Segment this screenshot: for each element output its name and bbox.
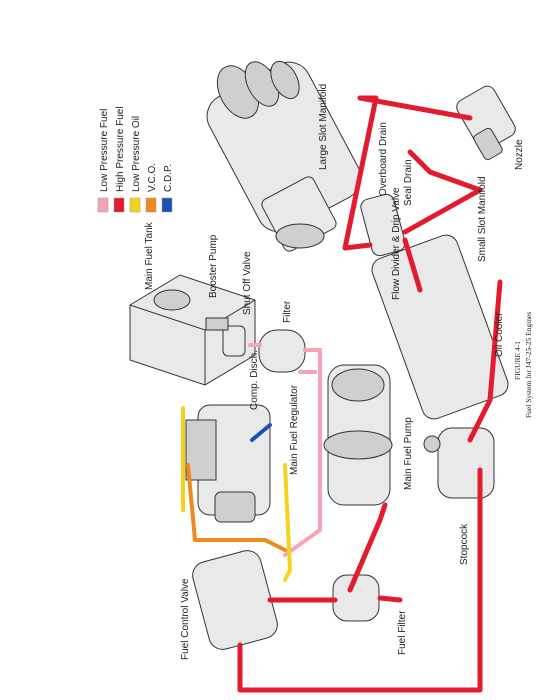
figure-caption: FIGURE 4-1 Fuel System for J47-25-25 Eng… <box>513 312 533 418</box>
legend-label-high-pressure-fuel: High Pressure Fuel <box>115 106 126 192</box>
main-fuel-tank-icon <box>129 274 256 386</box>
legend-swatch-vco <box>145 197 157 213</box>
high-pressure-fuel-lines <box>237 95 503 693</box>
caption-title: Fuel System for J47-25-25 Engines <box>524 312 533 418</box>
engine-icon <box>206 60 362 252</box>
cdp-line <box>250 423 272 442</box>
booster-pump-icon <box>153 289 191 311</box>
label-shut-off-valve: Shut Off Valve <box>242 251 253 315</box>
filter-icon <box>258 329 306 373</box>
label-stopcock: Stopcock <box>459 523 470 565</box>
label-overboard-drain: Overboard Drain <box>378 122 389 196</box>
label-oil-cooler: Oil Cooler <box>494 312 505 357</box>
caption-figure-number: FIGURE 4-1 <box>513 341 522 380</box>
shut-off-valve-icon <box>205 317 246 357</box>
label-filter: Filter <box>282 300 293 323</box>
label-seal-drain: Seal Drain <box>403 159 414 206</box>
label-main-fuel-regulator: Main Fuel Regulator <box>289 384 300 475</box>
nozzle-icon <box>456 85 516 161</box>
legend-label-low-pressure-oil: Low Pressure Oil <box>131 116 142 192</box>
legend-swatch-low-pressure-fuel <box>97 197 109 213</box>
legend-label-cdp: C.D.P. <box>163 164 174 192</box>
flow-divider-icon <box>360 193 406 257</box>
fuel-control-valve-icon <box>192 550 278 650</box>
vco-lines <box>186 463 287 552</box>
low-pressure-fuel-lines <box>248 343 322 557</box>
component-labels: Main Fuel Tank Booster Pump Shut Off Val… <box>144 84 525 660</box>
label-fuel-filter: Fuel Filter <box>397 610 408 655</box>
label-booster-pump: Booster Pump <box>208 234 219 298</box>
stopcock-icon <box>423 427 495 499</box>
label-flow-divider: Flow Divider & Drip Valve <box>391 187 402 300</box>
label-nozzle: Nozzle <box>514 139 525 170</box>
legend-swatch-high-pressure-fuel <box>113 197 125 213</box>
legend-label-vco: V.C.O. <box>147 163 158 192</box>
oil-cooler-icon <box>371 234 509 420</box>
label-fuel-control-valve: Fuel Control Valve <box>180 578 191 660</box>
main-fuel-pump-icon <box>323 364 393 506</box>
label-main-fuel-pump: Main Fuel Pump <box>403 417 414 490</box>
label-main-fuel-tank: Main Fuel Tank <box>144 221 155 290</box>
legend-swatch-cdp <box>161 197 173 213</box>
label-comp-disch: Comp. Disch. <box>249 350 260 410</box>
legend-label-low-pressure-fuel: Low Pressure Fuel <box>99 109 110 192</box>
main-fuel-regulator-icon <box>185 404 271 523</box>
legend: Low Pressure Fuel High Pressure Fuel Low… <box>97 106 174 213</box>
legend-swatch-low-pressure-oil <box>129 197 141 213</box>
label-small-slot-manifold: Small Slot Manifold <box>477 176 488 262</box>
label-large-slot-manifold: Large Slot Manifold <box>318 84 329 170</box>
low-pressure-oil-lines <box>181 406 293 582</box>
